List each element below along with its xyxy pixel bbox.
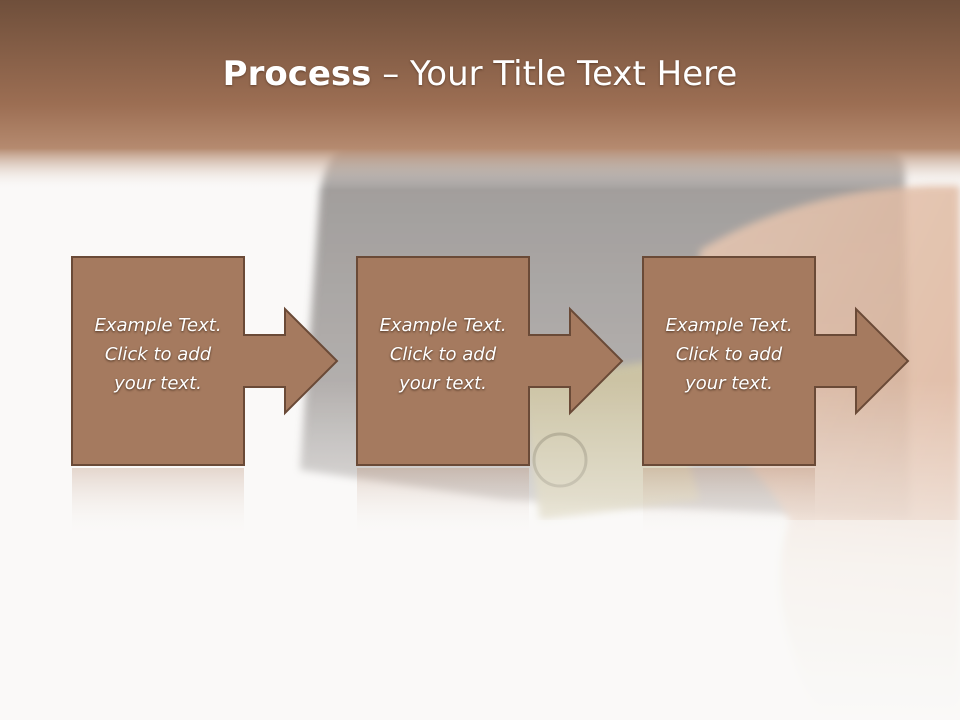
title-bold: Process xyxy=(222,54,372,94)
step-3-line-1: Example Text. xyxy=(665,315,793,336)
step-2-line-3: your text. xyxy=(399,373,487,394)
title-separator: – xyxy=(371,54,411,94)
slide-title[interactable]: Process – Your Title Text Here xyxy=(0,52,960,96)
step-1-line-1: Example Text. xyxy=(94,315,222,336)
step-2-line-2: Click to add xyxy=(389,344,497,365)
step-3-text[interactable]: Example Text. Click to add your text. xyxy=(643,311,815,398)
process-step-3[interactable] xyxy=(642,256,910,466)
step-3-line-3: your text. xyxy=(685,373,773,394)
process-step-2[interactable] xyxy=(356,256,624,466)
step-1-text[interactable]: Example Text. Click to add your text. xyxy=(72,311,244,398)
reflections xyxy=(72,468,815,538)
step-3-line-2: Click to add xyxy=(675,344,783,365)
step-2-line-1: Example Text. xyxy=(379,315,507,336)
step-2-text[interactable]: Example Text. Click to add your text. xyxy=(357,311,529,398)
step-1-line-3: your text. xyxy=(114,373,202,394)
title-rest: Your Title Text Here xyxy=(410,54,738,94)
step-2-arrow-shape xyxy=(356,256,624,466)
step-3-arrow-shape xyxy=(642,256,910,466)
process-step-1[interactable] xyxy=(71,256,339,466)
step-1-arrow-shape xyxy=(71,256,339,466)
step-1-line-2: Click to add xyxy=(104,344,212,365)
